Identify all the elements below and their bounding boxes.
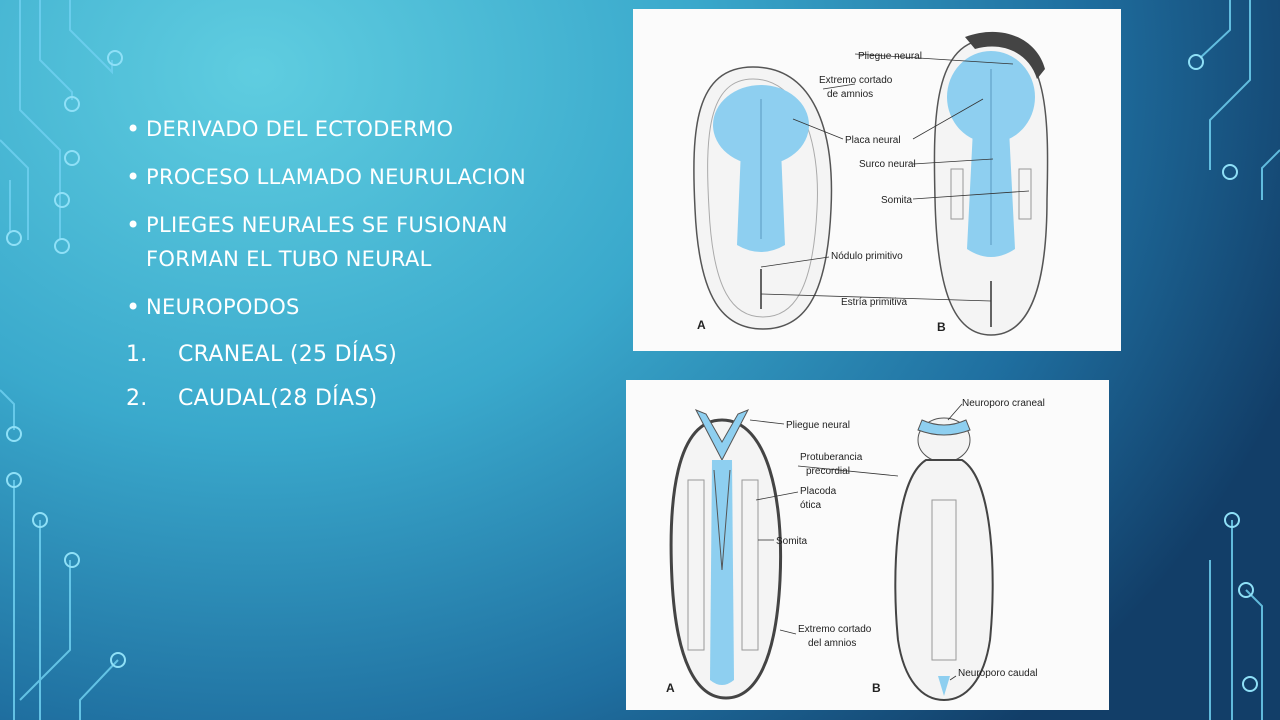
label-protuberancia-2: precordial [806, 466, 850, 477]
label-placa-neural: Placa neural [845, 135, 901, 146]
label-placoda-2: ótica [800, 500, 822, 511]
panel-letter-b: B [872, 681, 881, 695]
label-neuroporo-craneal: Neuroporo craneal [962, 398, 1045, 409]
label-somita: Somita [881, 195, 913, 206]
item-number: 2. [126, 386, 148, 411]
bullet-item: Neuropodos [126, 290, 606, 324]
bullet-item: Derivado del ectodermo [126, 112, 606, 146]
bullet-item: Proceso llamado neurulacion [126, 160, 606, 194]
label-surco-neural: Surco neural [859, 159, 916, 170]
label-pliegue-neural: Pliegue neural [786, 420, 850, 431]
embryo-diagram-top: Pliegue neural Extremo cortado de amnios… [693, 31, 1049, 336]
label-neuroporo-caudal: Neuroporo caudal [958, 668, 1038, 679]
numbered-item: 2. Caudal(28 días) [126, 382, 606, 416]
label-estria: Estría primitiva [841, 297, 908, 308]
label-protuberancia-1: Protuberancia [800, 452, 863, 463]
label-placoda-1: Placoda [800, 486, 837, 497]
label-extremo-1: Extremo cortado [798, 624, 872, 635]
panel-letter-b: B [937, 320, 946, 334]
embryo-figure-bottom: Pliegue neural Neuroporo craneal Protube… [626, 380, 1109, 710]
panel-letter-a: A [697, 318, 706, 332]
panel-letter-a: A [666, 681, 675, 695]
numbered-item: 1. Craneal (25 días) [126, 338, 606, 372]
item-text: Craneal (25 días) [178, 342, 398, 367]
label-nodulo: Nódulo primitivo [831, 251, 903, 262]
item-number: 1. [126, 342, 148, 367]
label-extremo-2: del amnios [808, 638, 856, 649]
label-somita: Somita [776, 536, 808, 547]
label-extremo-2: de amnios [827, 89, 873, 100]
label-extremo-1: Extremo cortado [819, 75, 893, 86]
bullet-item: Plieges neurales se fusionan forman el t… [126, 208, 606, 276]
bullet-list: Derivado del ectodermo Proceso llamado n… [126, 112, 606, 426]
label-pliegue-neural: Pliegue neural [858, 51, 922, 62]
embryo-figure-top: Pliegue neural Extremo cortado de amnios… [633, 9, 1121, 351]
item-text: Caudal(28 días) [178, 386, 378, 411]
embryo-diagram-bottom: Pliegue neural Neuroporo craneal Protube… [666, 398, 1045, 702]
